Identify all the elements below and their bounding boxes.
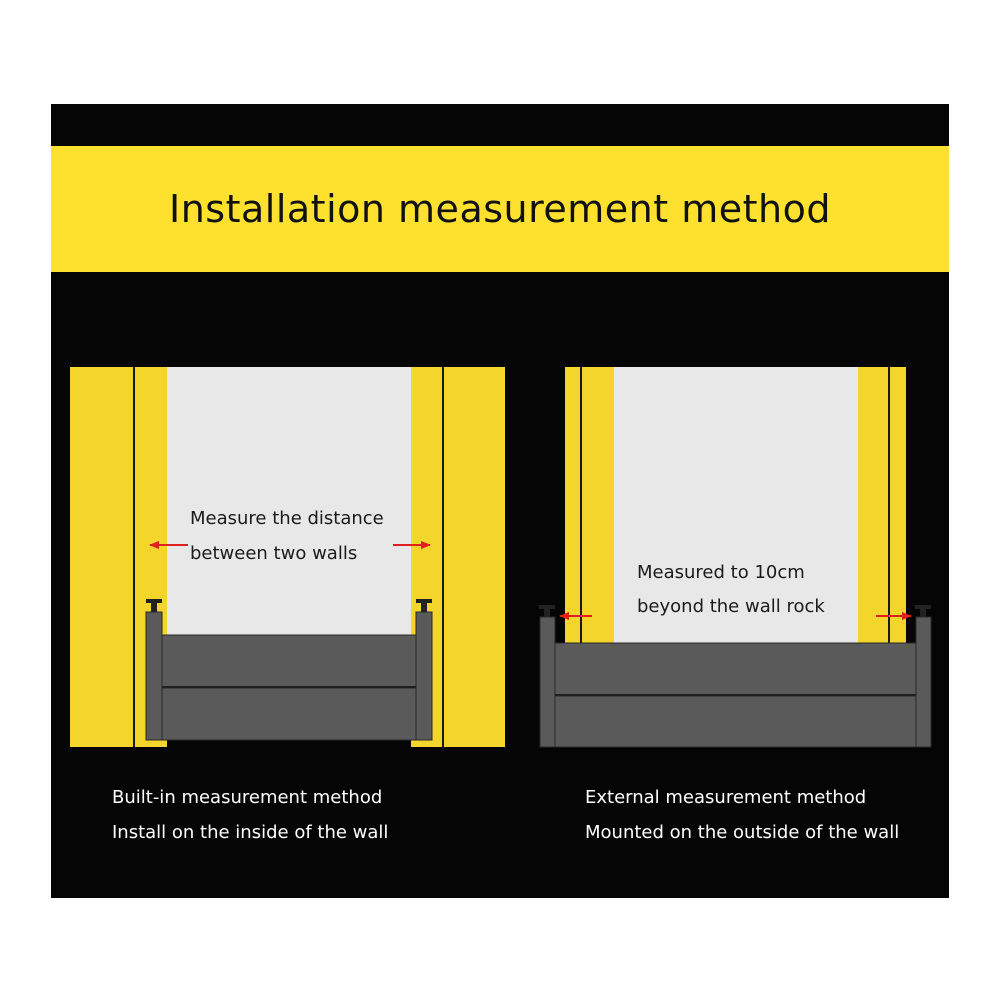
clamp-screw-right [915, 605, 931, 617]
external-caption-title: External measurement method [585, 787, 867, 808]
builtin-label-line1: Measure the distance [190, 508, 384, 529]
clamp-screw-right [416, 599, 432, 612]
left-wall [565, 367, 614, 643]
external-diagram: Measured to 10cm beyond the wall rock [539, 367, 932, 748]
builtin-caption-title: Built-in measurement method [112, 787, 383, 808]
builtin-caption-description: Install on the inside of the wall [112, 822, 389, 843]
external-caption-description: Mounted on the outside of the wall [585, 822, 900, 843]
right-wall [858, 367, 906, 643]
opening-area [614, 367, 858, 643]
external-label-line2: beyond the wall rock [637, 596, 825, 617]
flood-barrier [539, 605, 932, 748]
clamp-screw-left [539, 605, 555, 617]
title-banner [51, 146, 949, 272]
page-title: Installation measurement method [169, 187, 831, 231]
external-label-line1: Measured to 10cm [637, 562, 805, 583]
builtin-diagram: Measure the distance between two walls [70, 367, 505, 747]
opening-area [167, 367, 411, 635]
clamp-screw-left [146, 599, 162, 612]
builtin-label-line2: between two walls [190, 543, 357, 564]
flood-barrier [145, 599, 433, 741]
